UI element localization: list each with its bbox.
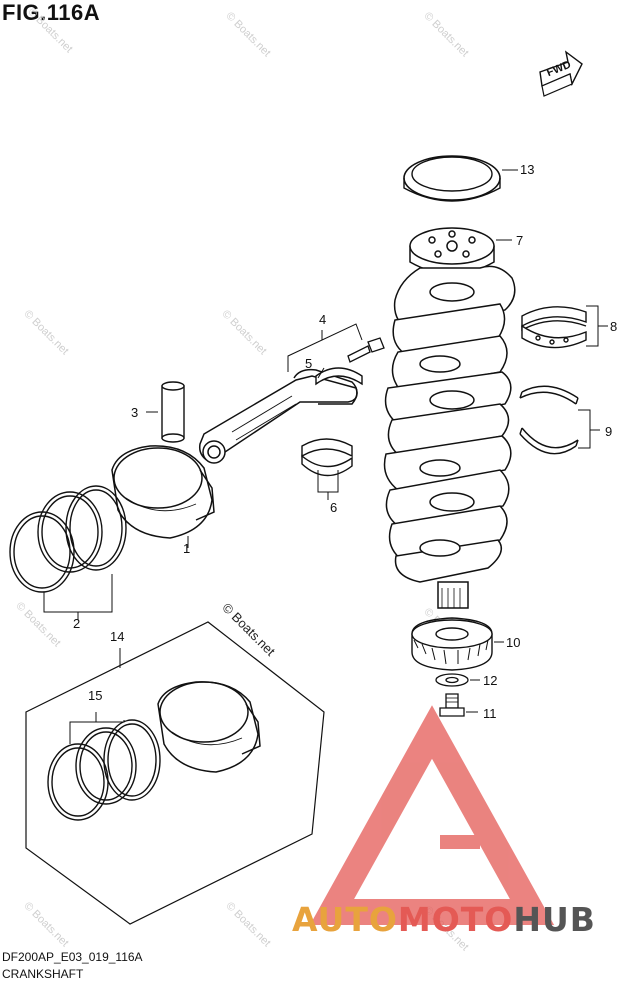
- brand-logo-text: AUTOMOTOHUB: [292, 900, 596, 939]
- callout-4: 4: [319, 312, 327, 327]
- bolt-part-11: [439, 693, 478, 717]
- callout-7: 7: [516, 233, 524, 248]
- forward-direction-arrow: [539, 50, 583, 97]
- callout-15: 15: [88, 688, 103, 703]
- callout-5: 5: [305, 356, 313, 371]
- leader-lines-4-5: [287, 323, 363, 379]
- callout-14: 14: [110, 629, 125, 644]
- callout-11: 11: [483, 706, 497, 721]
- washer-part-12: [435, 673, 480, 687]
- callout-2: 2: [73, 616, 81, 631]
- rod-bearing-lower-part-6: [301, 438, 353, 500]
- brand-part-hub: HUB: [513, 900, 596, 939]
- brand-part-moto: MOTO: [397, 900, 514, 939]
- callout-8: 8: [610, 319, 618, 334]
- main-bearing-part-8: [521, 305, 608, 349]
- callout-12: 12: [483, 673, 498, 688]
- callout-6: 6: [330, 500, 338, 515]
- piston-set-box-part-14: [25, 621, 325, 925]
- piston-set-piston: [157, 681, 261, 773]
- callout-10: 10: [506, 635, 521, 650]
- brand-triangle-logo: [309, 705, 555, 925]
- callout-3: 3: [131, 405, 139, 420]
- rod-bolt-part-4: [347, 337, 385, 363]
- figure-title: FIG.116A: [2, 0, 101, 25]
- seal-ring-part-13: [403, 155, 518, 202]
- piston-pin-part-3: [146, 381, 185, 443]
- callout-13: 13: [520, 162, 535, 177]
- figure-name: CRANKSHAFT: [2, 967, 84, 981]
- callout-9: 9: [605, 424, 613, 439]
- piston-rings-set-part-15: [47, 712, 161, 821]
- piston-part-1: [111, 445, 215, 548]
- brand-part-auto: AUTO: [292, 900, 398, 939]
- callout-1: 1: [183, 541, 191, 556]
- connecting-rod-part-4: [198, 368, 358, 464]
- thrust-washer-part-9: [519, 385, 600, 455]
- crankshaft-part-7: [383, 227, 516, 609]
- rod-bearing-upper-part-5: [315, 367, 363, 386]
- figure-code: DF200AP_E03_019_116A: [2, 950, 143, 964]
- piston-rings-part-2: [9, 485, 127, 620]
- gear-part-10: [411, 617, 504, 671]
